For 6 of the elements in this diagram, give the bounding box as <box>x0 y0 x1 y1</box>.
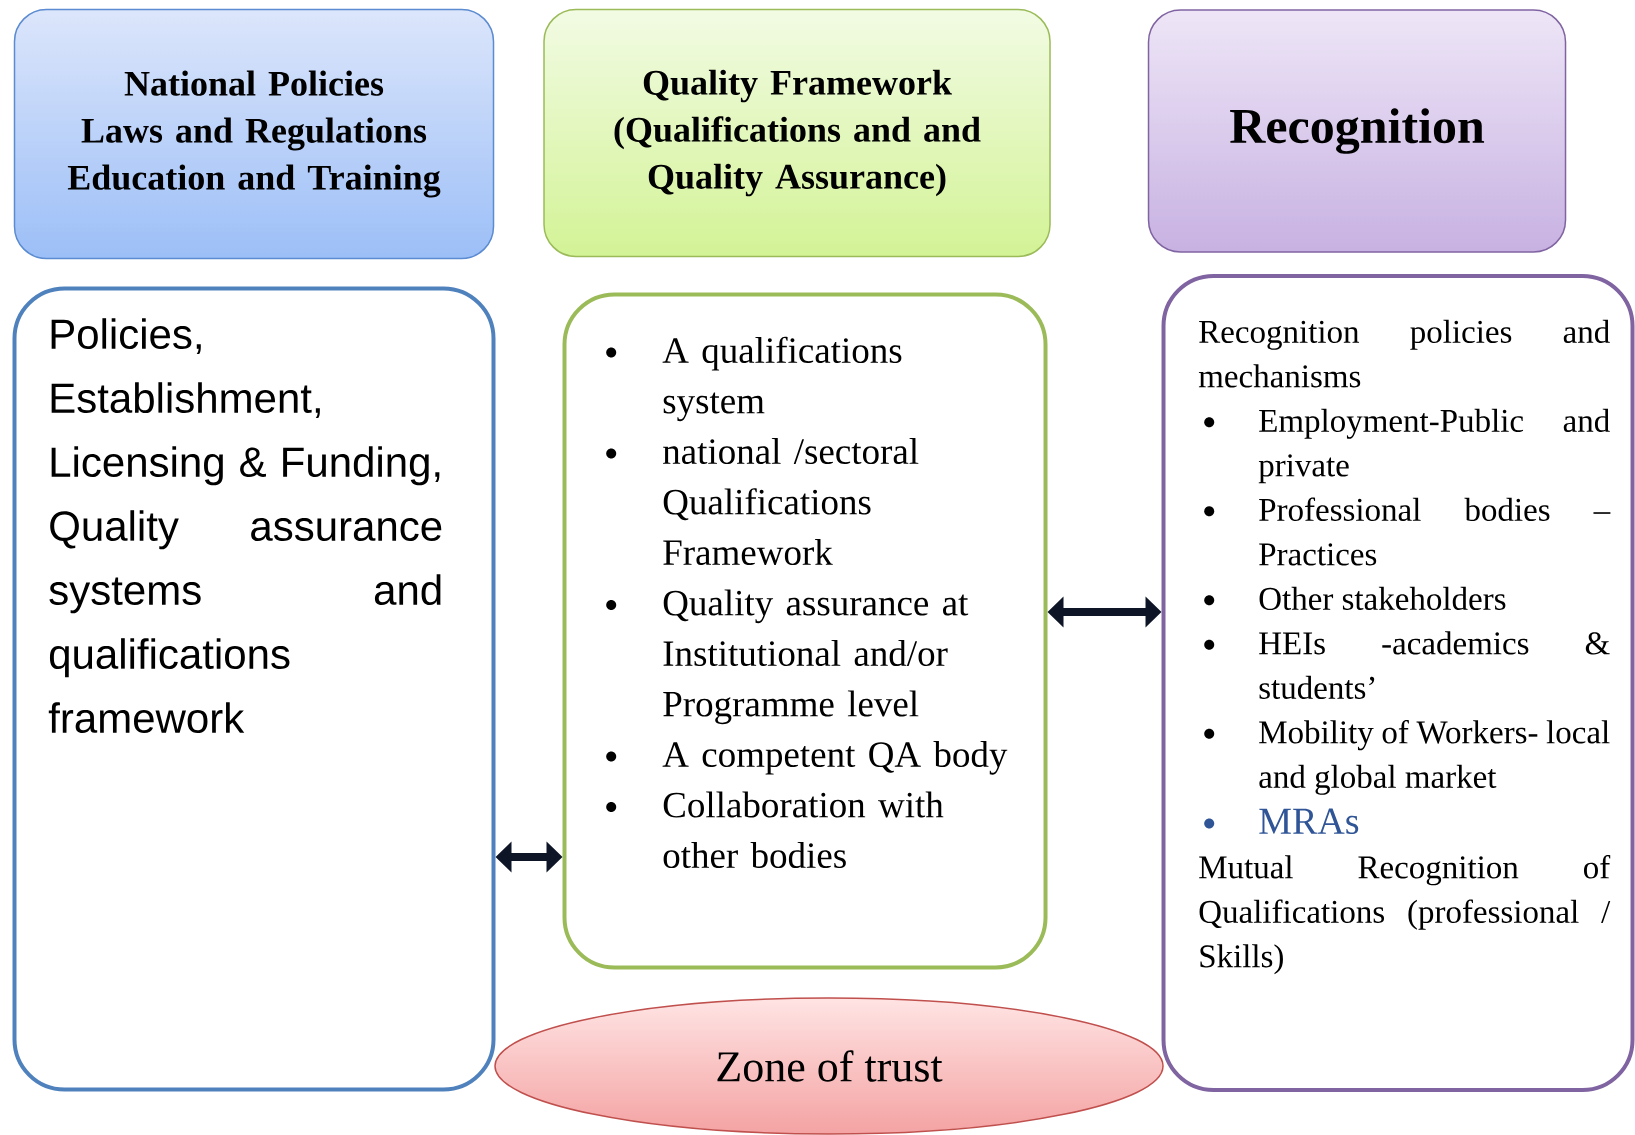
header-box: Recognition <box>1147 9 1567 253</box>
policy-box: Policies, Establishment, Licensing & Funding, Quality assurance systems and qualifications framework <box>12 286 496 1092</box>
recognition-box: Recognition policies and mechanisms Employment-Public and private Professional bodies – Practices Other stakeholders HEIs -academics & students’ Mobility of Workers- local and global market MRAs Mutual Recognition of Qualifications (professional / Skills) <box>1161 274 1635 1092</box>
header-box: National Policies Laws and Regulations Education and Training <box>13 8 495 260</box>
framework-box: A qualifications system national /sectoral Qualifications Framework Quality assurance at Institutional and/or Programme level A competent QA body Collaboration with other bodies <box>562 292 1048 970</box>
header-box: Quality Framework (Qualifications and and Quality Assurance) <box>543 8 1051 258</box>
